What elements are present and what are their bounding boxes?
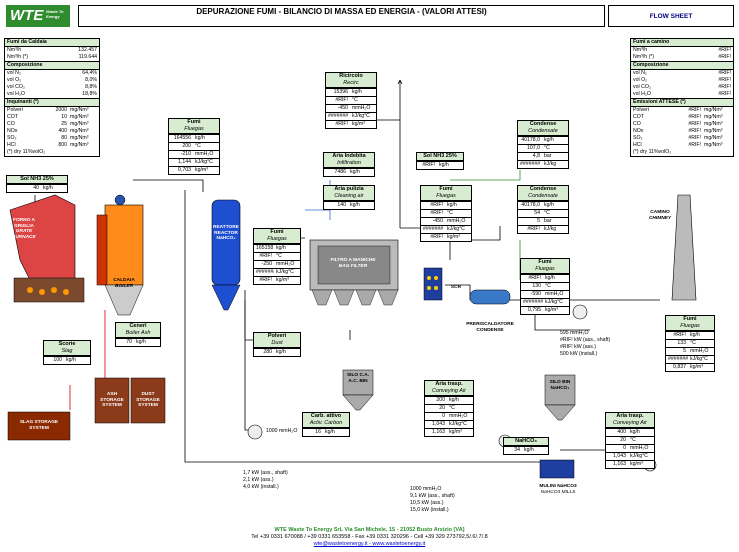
footer: WTE Waste To Energy SrL Via San Michele,… [0, 527, 739, 548]
list-item: vol N₂#RIF! [633, 70, 731, 76]
slag-storage-label: SLAG STORAGE SYSTEM [19, 420, 59, 431]
ash-storage-label: ASH STORAGE SYSTEM [100, 392, 124, 408]
list-item: COT#RIF!mg/Nm³ [633, 114, 723, 120]
list-item: Polveri#RIF!mg/Nm³ [633, 107, 723, 113]
logo-subtext: Waste To Energy [46, 9, 64, 19]
silo-ca-label: SILO C.A. A.C. BIN [346, 373, 370, 384]
sheet-label: FLOW SHEET [649, 13, 693, 20]
footer-line-2: Tel +39 0331 670088 / +39 0331 653558 - … [251, 534, 488, 540]
list-item: vol O₂#RIF! [633, 77, 731, 83]
title-box: DEPURAZIONE FUMI - BILANCIO DI MASSA ED … [78, 5, 605, 27]
list-item: vol CO₂#RIF! [633, 84, 731, 90]
silo-na-label: SILO BIN NaHCO₃ [549, 380, 571, 391]
list-item: Nm³/h (*)#RIF! [633, 54, 731, 60]
page-title: DEPURAZIONE FUMI - BILANCIO DI MASSA ED … [196, 7, 487, 16]
list-item: Nm³/h#RIF! [633, 47, 731, 53]
list-item: CO#RIF!mg/Nm³ [633, 121, 723, 127]
footer-line-1: WTE Waste To Energy SrL Via San Michele,… [274, 527, 465, 533]
fan-low-text: 1000 mmH₂O [266, 428, 298, 434]
list-item: Nm³/h (*)119.644 [7, 54, 97, 60]
logo: WTE Waste To Energy [6, 5, 70, 27]
right-panel: Fumi a camino Nm³/h#RIF! Nm³/h (*)#RIF! … [630, 38, 734, 157]
right-em-title: Emissioni ATTESE (*) [631, 98, 733, 107]
scr-label: SCR [450, 285, 462, 290]
dust-storage-label: DUST STORAGE SYSTEM [136, 392, 160, 408]
right-note: (*) dry 11%volO₂ [633, 149, 672, 155]
list-item: vol H₂O#RIF! [633, 91, 731, 97]
table-sol-nh3-mid: Sol NH3 25% #RIF!kg/h [416, 152, 464, 170]
mills-kw-text: 1000 mmH₂O 9,1 kW (ass., shaft) 10,5 kW … [410, 486, 455, 513]
list-item: SO₂#RIF!mg/Nm³ [633, 135, 723, 141]
left-comp-title: Composizione [5, 61, 99, 70]
sheet-box: FLOW SHEET [608, 5, 734, 27]
fan-low-kw-text: 1,7 kW (ass., shaft) 2,1 kW (ass.) 4,0 k… [243, 470, 288, 490]
preheater-label: PRERISCALDATORE CONDENSE [466, 322, 514, 333]
right-comp-title: Composizione [631, 61, 733, 70]
list-item: NOx#RIF!mg/Nm³ [633, 128, 723, 134]
left-section-title: Fumi da Caldaia [5, 39, 99, 47]
right-section-title: Fumi a camino [631, 39, 733, 47]
list-item: HCl#RIF!mg/Nm³ [633, 142, 723, 148]
reactor-label: REATTORE REACTOR NaHCO₃ [213, 225, 239, 241]
left-note: (*) dry 11%volO₂ [7, 149, 46, 155]
left-inq-title: Inquinanti (*) [5, 98, 99, 107]
logo-text: WTE [10, 7, 44, 24]
fan-main-text: 595 mmH₂O #RIF! kW (ass., shaft) #RIF! k… [560, 330, 611, 357]
footer-line-3[interactable]: wte@wastetoenergy.it - www.wastetoenergy… [313, 541, 426, 547]
